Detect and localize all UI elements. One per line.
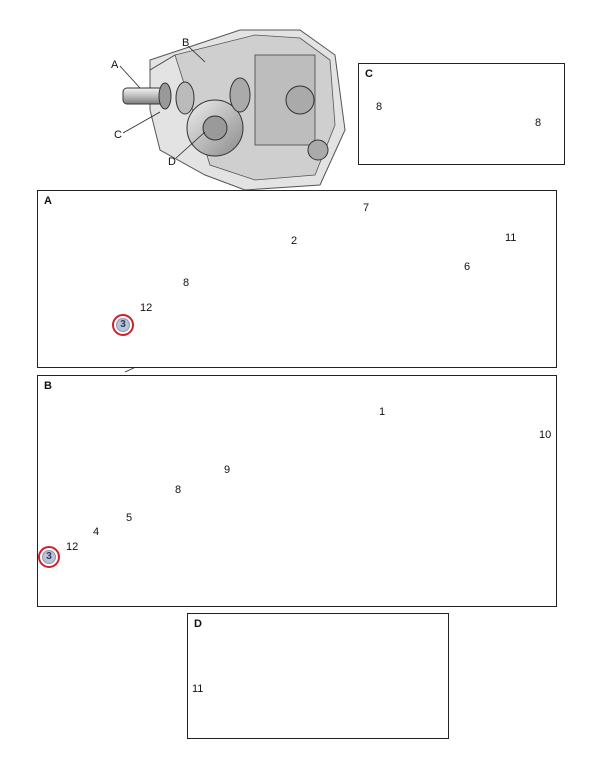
- panel-a-part-12: 12: [140, 302, 153, 314]
- transmission-housing: [119, 29, 346, 191]
- panel-d-title: D: [194, 618, 202, 630]
- panel-b-part-1: 1: [379, 406, 386, 418]
- panel-a-part-7: 7: [363, 202, 370, 214]
- panel-a-part-6: 6: [464, 261, 471, 273]
- overview-label-d: D: [168, 156, 176, 168]
- panel-b-part-3-callout: 3: [42, 550, 56, 564]
- overview-label-b: B: [182, 37, 190, 49]
- panel-b-part-10: 10: [539, 429, 552, 441]
- panel-b-part-8: 8: [175, 484, 182, 496]
- panel-c-title: C: [365, 68, 373, 80]
- panel-a-part-11: 11: [505, 232, 517, 244]
- panel-c-part-8a: 8: [376, 101, 383, 113]
- overview-label-c: C: [114, 129, 122, 141]
- panel-d: D: [187, 613, 449, 739]
- panel-a-title: A: [44, 195, 52, 207]
- highlight-ring: [38, 546, 60, 568]
- panel-a-part-2: 2: [291, 235, 298, 247]
- panel-c: C: [358, 63, 565, 165]
- panel-a: A: [37, 190, 557, 368]
- panel-d-part-11: 11: [192, 683, 204, 695]
- panel-b-part-9: 9: [224, 464, 231, 476]
- panel-b-part-4: 4: [93, 526, 100, 538]
- panel-b: B: [37, 375, 557, 607]
- panel-a-part-8: 8: [183, 277, 190, 289]
- highlight-ring: [112, 314, 134, 336]
- panel-c-part-8b: 8: [535, 117, 542, 129]
- overview-label-a: A: [111, 59, 119, 71]
- panel-a-part-3-callout: 3: [116, 318, 130, 332]
- panel-b-part-12: 12: [66, 541, 79, 553]
- panel-b-title: B: [44, 380, 52, 392]
- panel-b-part-5: 5: [126, 512, 133, 524]
